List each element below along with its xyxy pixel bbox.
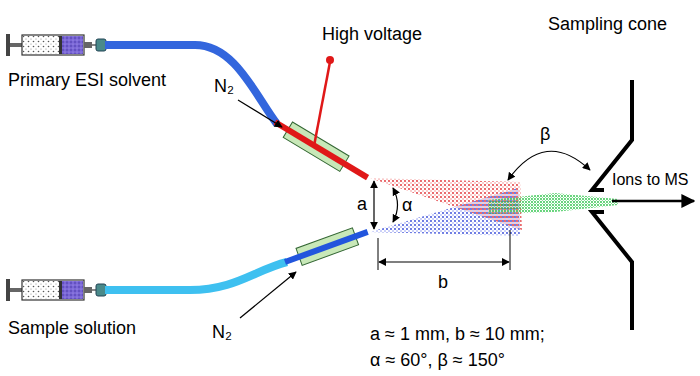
part-label: Sample solution bbox=[8, 318, 136, 338]
part-label: High voltage bbox=[322, 24, 422, 44]
part-label: Primary ESI solvent bbox=[8, 70, 166, 90]
angle-arc bbox=[508, 151, 590, 180]
angle-arc bbox=[393, 188, 398, 222]
dimension-tick bbox=[378, 238, 379, 270]
dimension-label: a bbox=[357, 194, 367, 214]
dimension-arrow bbox=[373, 181, 374, 229]
part-label: Sampling cone bbox=[548, 14, 667, 34]
angle-label: β bbox=[540, 124, 550, 144]
hv-lead bbox=[314, 62, 330, 146]
gas-label: N₂ bbox=[214, 76, 234, 96]
note: a ≈ 1 mm, b ≈ 10 mm; bbox=[370, 324, 545, 344]
gas-arrow bbox=[238, 100, 282, 127]
gas-arrow bbox=[240, 272, 296, 318]
dimension-tick bbox=[510, 230, 511, 270]
dimension-label: b bbox=[438, 272, 448, 292]
ion-flow-arrow bbox=[612, 200, 694, 203]
gas-label: N₂ bbox=[212, 322, 232, 342]
note: α ≈ 60°, β ≈ 150° bbox=[370, 350, 505, 370]
angle-label: α bbox=[402, 195, 412, 215]
syringe bbox=[6, 34, 106, 56]
sample-emitter bbox=[282, 223, 371, 270]
tubing bbox=[105, 262, 287, 290]
esi-emitter bbox=[270, 114, 372, 185]
sampling-cone bbox=[592, 212, 632, 330]
syringe bbox=[6, 279, 106, 301]
dimension-arrow bbox=[379, 261, 509, 262]
hv-terminal bbox=[326, 56, 334, 64]
flow-label: Ions to MS bbox=[612, 170, 688, 190]
